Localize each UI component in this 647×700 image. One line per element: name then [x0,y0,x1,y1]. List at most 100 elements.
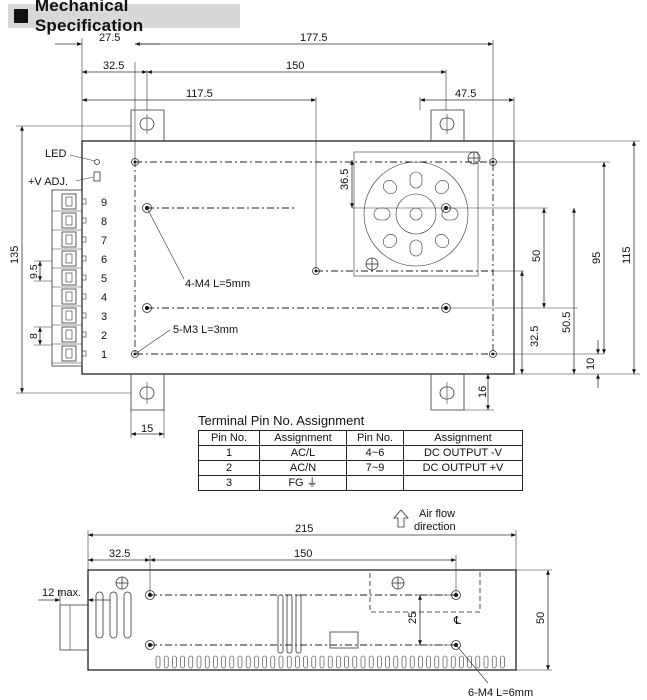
table-cell [346,475,404,491]
table-cell: AC/L [259,445,347,461]
section-title: Mechanical Specification [34,0,144,35]
vent-slot [360,655,366,669]
col-assignment: Assignment [259,430,347,446]
vent-slot [352,655,358,669]
terminal-6: 6 [52,250,107,269]
dim-9-5: 9.5 [28,264,40,279]
dim-117-5: 117.5 [186,88,213,100]
terminal-5: 5 [52,269,107,288]
dim-10: 10 [585,358,597,370]
table-cell: DC OUTPUT -V [403,445,523,461]
table-cell: 2 [198,460,260,476]
vent-slot [303,655,308,669]
dim-12-max: 12 max. [42,587,81,599]
fan-screw-icon [365,257,379,271]
vent-slot [278,655,284,669]
terminal-pin-table: Pin No. Assignment Pin No. Assignment 1 … [198,430,523,491]
fan-screw-icon [467,151,481,165]
vent-slot [229,655,235,669]
terminal-number: 1 [101,349,107,361]
dim-177-5: 177.5 [300,32,328,44]
vent-slot [434,655,440,669]
vent-slot [483,655,489,669]
dim-8: 8 [28,333,40,339]
dim-50: 50 [531,250,543,262]
vent-slot [163,655,169,669]
vent-slot [344,655,349,669]
led-indicator [94,159,100,165]
vent-slot [327,655,333,669]
side-case-outline [87,569,517,671]
dim-115: 115 [621,246,633,264]
table-header-row: Pin No. Assignment Pin No. Assignment [198,430,523,446]
col-assignment-2: Assignment [403,430,523,446]
screw-hole [142,303,152,313]
vent-slot [385,655,390,669]
vent-slot [237,655,243,669]
side-vent-slots-bottom [155,655,505,669]
dim-135: 135 [9,246,21,264]
vent-slot [393,655,399,669]
vent-slot [245,655,251,669]
vent-slot [467,655,472,669]
terminal-number: 3 [101,311,107,323]
terminal-table-title: Terminal Pin No. Assignment [198,413,365,428]
terminal-2: 2 [52,326,107,345]
dim-27-5: 27.5 [99,32,120,44]
m3-callout: 5-M3 L=3mm [173,324,238,336]
dim-150: 150 [286,60,304,72]
vent-slot [254,655,259,669]
vent-slot [204,655,210,669]
side-m4-callout: 6-M4 L=6mm [468,687,533,699]
led-label: LED [45,148,66,160]
terminal-1: 1 [52,345,107,364]
terminal-7: 7 [52,231,107,250]
table-cell: 7~9 [346,460,404,476]
vent-slot [221,655,226,669]
terminal-number: 2 [101,330,107,342]
side-vent-slots-left [95,591,132,639]
vent-slot [196,655,202,669]
centerline-symbol-icon: ℄ [453,615,461,627]
vent-slot [475,655,481,669]
table-cell: 1 [198,445,260,461]
m4-callout: 4-M4 L=5mm [185,278,250,290]
vent-slot [270,655,276,669]
terminal-number: 8 [101,216,107,228]
vent-slot [450,655,456,669]
table-cell: AC/N [259,460,347,476]
table-row: 2 AC/N 7~9 DC OUTPUT +V [198,460,523,476]
table-cell: FG ⏚ [259,475,347,491]
mount-tab-top-right [430,109,465,141]
terminal-number: 7 [101,235,107,247]
vent-slot [319,655,325,669]
vadj-potentiometer [93,171,101,182]
dim-32-5: 32.5 [103,60,124,72]
vent-slot [180,655,185,669]
terminal-3: 3 [52,307,107,326]
table-row: 1 AC/L 4~6 DC OUTPUT -V [198,445,523,461]
vent-slot [213,655,218,669]
ground-screw-icon [115,576,129,590]
col-pin-no: Pin No. [198,430,260,446]
dim-32-5-vertical: 32.5 [529,326,541,347]
dim-95: 95 [591,252,603,264]
side-dim-32-5: 32.5 [109,548,130,560]
dim-215: 215 [295,523,313,535]
terminal-8: 8 [52,212,107,231]
side-vent-slots-center [277,594,302,654]
terminal-9: 9 [52,193,107,212]
mounting-frame-line [134,161,494,355]
dim-47-5: 47.5 [455,88,476,100]
terminal-4: 4 [52,288,107,307]
fan-grille-icon [353,151,481,277]
side-terminal-protrusion [59,604,88,651]
mount-tab-bottom-right [430,374,465,411]
vent-slot [295,655,300,669]
vent-slot [286,655,292,669]
vent-slot [418,655,423,669]
terminal-number: 5 [101,273,107,285]
vent-slot [188,655,194,669]
dim-15: 15 [141,423,153,435]
